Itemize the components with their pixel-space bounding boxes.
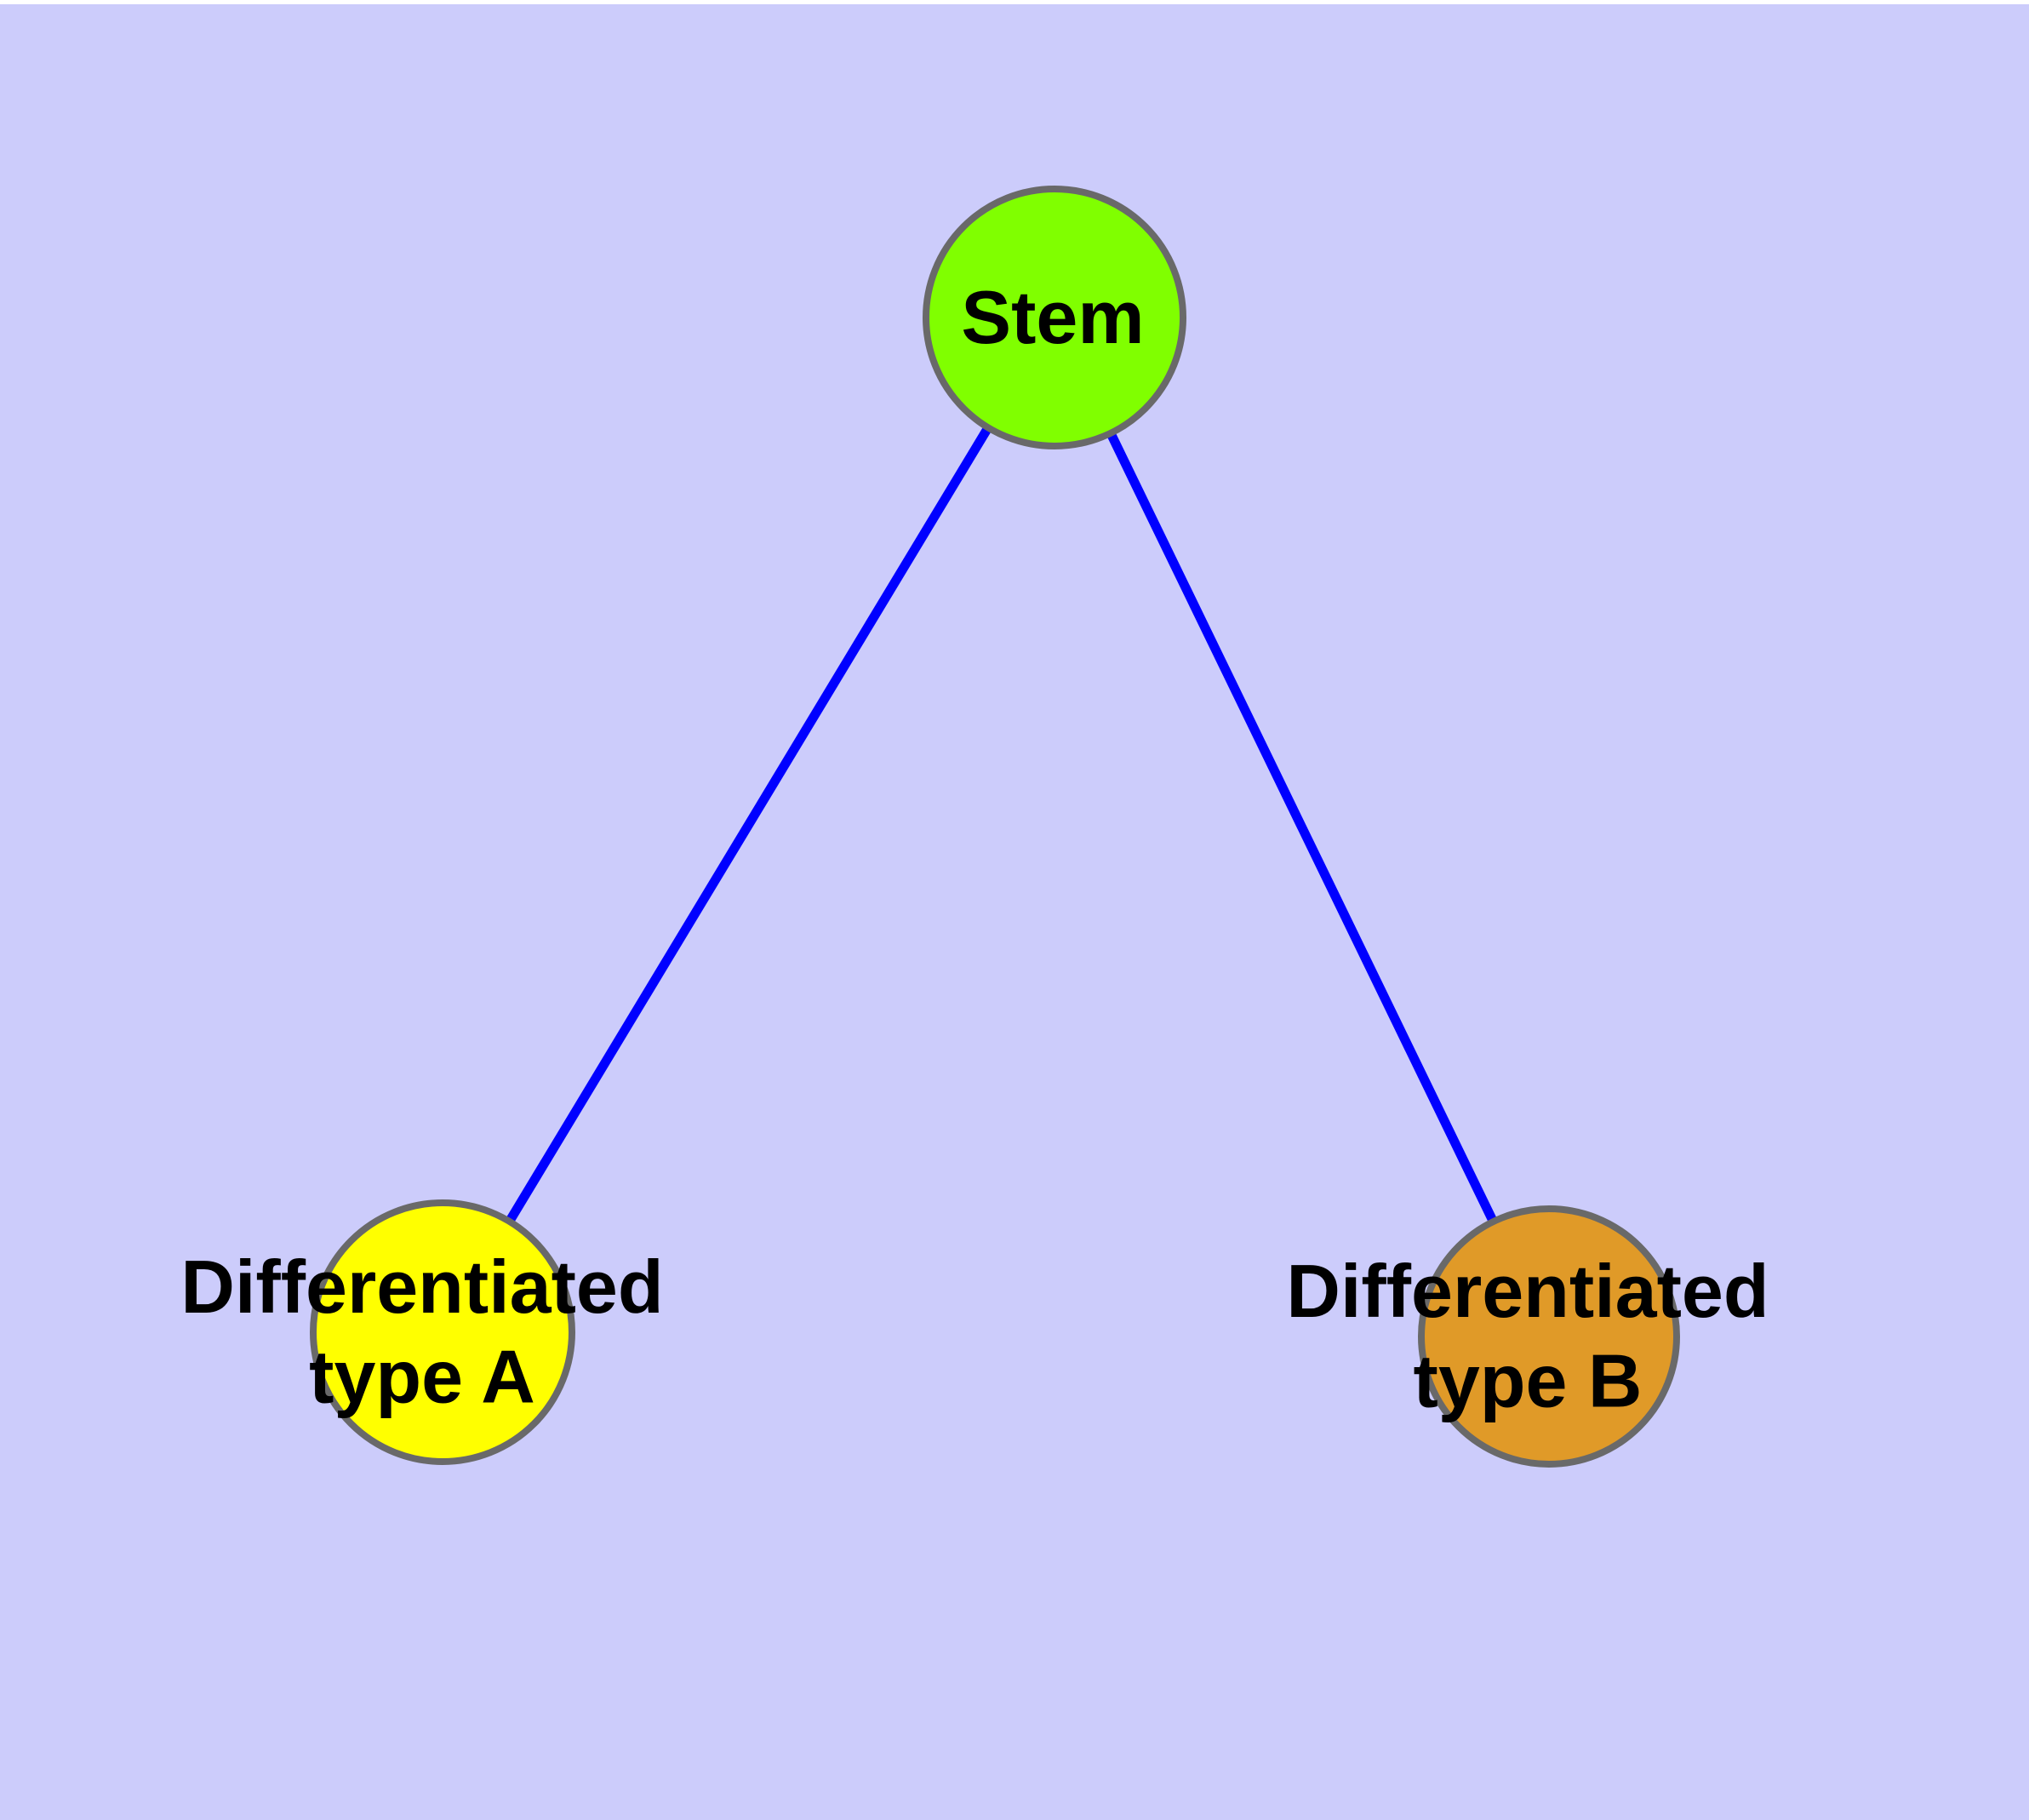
edge-stem-diff-b[interactable] <box>1050 315 1553 1339</box>
node-label-line: Differentiated <box>180 1245 663 1329</box>
node-stem[interactable]: Stem <box>923 186 1186 449</box>
node-label-line: Differentiated <box>1286 1249 1769 1333</box>
node-circle-stem[interactable] <box>923 186 1186 449</box>
node-label-stem: Stem <box>961 275 1144 359</box>
edges-layer <box>438 315 1553 1339</box>
node-circle-diff_b[interactable] <box>1418 1205 1680 1468</box>
edge-stem-diff-a[interactable] <box>438 315 1059 1335</box>
node-label-line: type B <box>1414 1339 1643 1423</box>
node-circle-diff_a[interactable] <box>310 1199 575 1465</box>
node-label-line: Stem <box>961 275 1144 359</box>
node-label-line: type A <box>309 1335 535 1419</box>
